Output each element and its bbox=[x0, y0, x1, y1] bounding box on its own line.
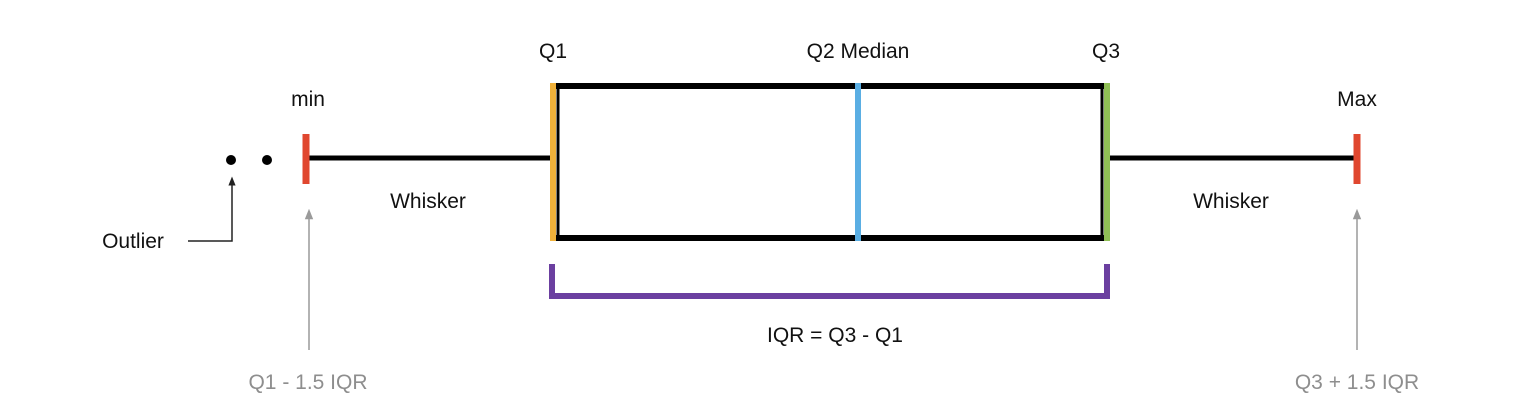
upper-fence-label: Q3 + 1.5 IQR bbox=[1295, 371, 1419, 394]
max-label: Max bbox=[1337, 88, 1377, 111]
q3-label: Q3 bbox=[1092, 40, 1120, 63]
outlier-point bbox=[226, 155, 236, 165]
q1-label: Q1 bbox=[539, 40, 567, 63]
outlier-label: Outlier bbox=[102, 230, 164, 253]
median-label: Q2 Median bbox=[807, 40, 910, 63]
right-whisker-label: Whisker bbox=[1193, 190, 1269, 213]
lower-fence-label: Q1 - 1.5 IQR bbox=[248, 371, 367, 394]
left-whisker-label: Whisker bbox=[390, 190, 466, 213]
min-label: min bbox=[291, 88, 325, 111]
iqr-label: IQR = Q3 - Q1 bbox=[767, 324, 903, 347]
outlier-pointer-icon bbox=[188, 176, 236, 242]
outlier-point bbox=[262, 155, 272, 165]
iqr-bracket bbox=[549, 264, 1110, 299]
